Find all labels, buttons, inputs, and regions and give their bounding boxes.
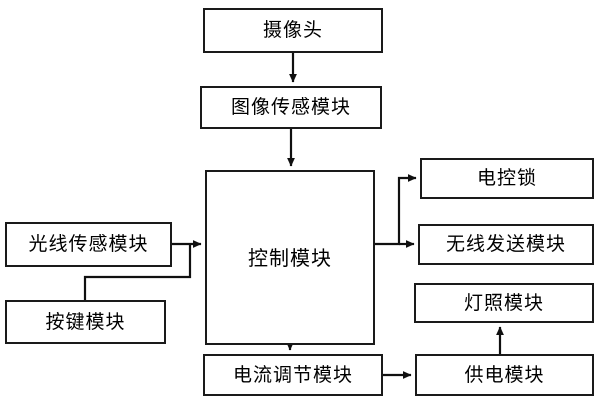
node-power-supply[interactable]: 供电模块 — [415, 354, 594, 396]
node-light-sensor-label: 光线传感模块 — [28, 233, 149, 255]
node-wireless-transmit-label: 无线发送模块 — [445, 233, 566, 255]
node-lighting-module[interactable]: 灯照模块 — [414, 283, 594, 323]
node-electric-lock-label: 电控锁 — [476, 167, 537, 189]
edge-control-to-lock — [375, 174, 417, 246]
node-power-supply-label: 供电模块 — [464, 363, 545, 386]
node-image-sensor[interactable]: 图像传感模块 — [200, 86, 382, 129]
node-control[interactable]: 控制模块 — [205, 170, 375, 345]
node-image-sensor-label: 图像传感模块 — [230, 96, 351, 118]
node-camera-label: 摄像头 — [262, 19, 323, 41]
node-wireless-transmit[interactable]: 无线发送模块 — [418, 224, 594, 265]
node-key-module-label: 按键模块 — [45, 310, 126, 333]
node-electric-lock[interactable]: 电控锁 — [420, 158, 594, 199]
node-light-sensor[interactable]: 光线传感模块 — [5, 222, 172, 267]
node-current-regulation[interactable]: 电流调节模块 — [203, 354, 383, 396]
node-key-module[interactable]: 按键模块 — [5, 300, 166, 344]
node-control-label: 控制模块 — [248, 245, 332, 270]
node-lighting-module-label: 灯照模块 — [463, 291, 544, 314]
node-camera[interactable]: 摄像头 — [203, 8, 383, 53]
edge-key-to-control — [83, 245, 192, 300]
node-current-regulation-label: 电流调节模块 — [232, 363, 353, 386]
